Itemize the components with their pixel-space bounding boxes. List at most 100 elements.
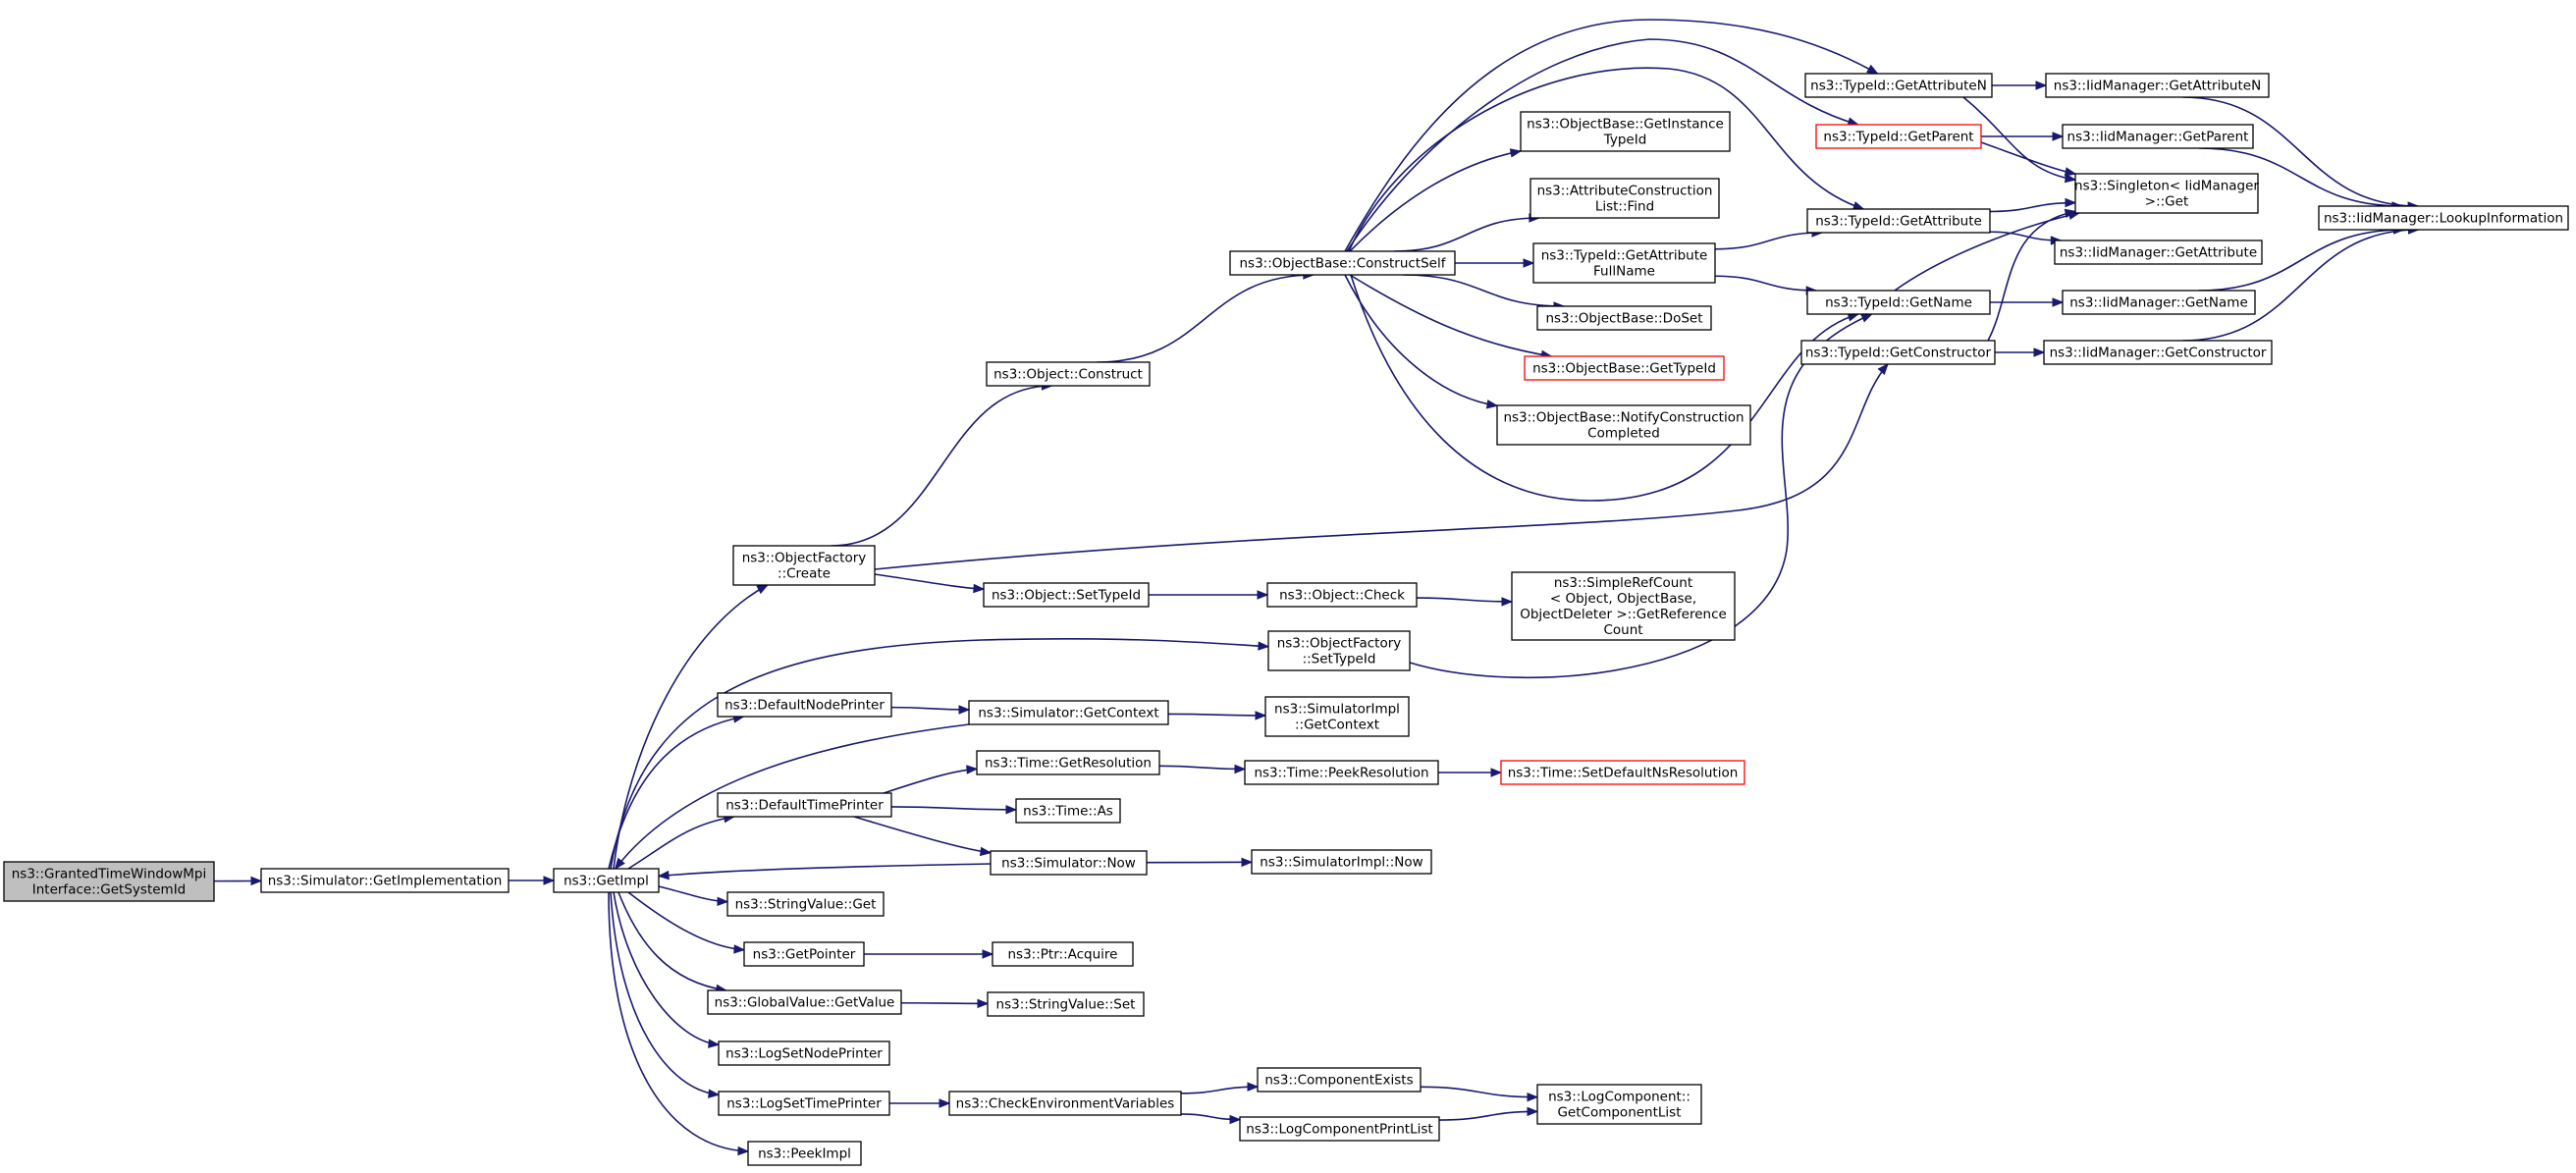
node-ob-gettypeid[interactable]: ns3::ObjectBase::GetTypeId	[1524, 355, 1725, 381]
node-simimpl-now[interactable]: ns3::SimulatorImpl::Now	[1251, 849, 1432, 875]
node-label: ns3::ObjectBase::ConstructSelf	[1240, 256, 1447, 272]
node-time-getresolution[interactable]: ns3::Time::GetResolution	[976, 750, 1160, 775]
edge-sim_getcontext-to-simimpl_getcontext	[1167, 711, 1267, 720]
node-label: ns3::StringValue::Set	[996, 997, 1136, 1013]
node-time-peekresolution[interactable]: ns3::Time::PeekResolution	[1244, 760, 1439, 785]
edge-logcomponentprintlist-to-logcomponent_getlist	[1438, 1106, 1539, 1121]
node-stringvalue-get[interactable]: ns3::StringValue::Get	[726, 891, 885, 917]
node-obj-construct[interactable]: ns3::Object::Construct	[986, 361, 1151, 387]
edge-line	[883, 768, 978, 794]
node-tid-getattributen[interactable]: ns3::TypeId::GetAttributeN	[1804, 73, 1993, 98]
node-src-getrefcount[interactable]: ns3::SimpleRefCount< Object, ObjectBase,…	[1511, 571, 1736, 641]
node-label: ns3::Time::GetResolution	[985, 756, 1152, 772]
edge-line	[1393, 217, 1539, 252]
edge-line	[610, 891, 720, 1096]
node-box	[718, 1091, 890, 1116]
edge-arrowhead	[2064, 208, 2077, 219]
node-logsetnodeprinter[interactable]: ns3::LogSetNodePrinter	[718, 1040, 890, 1066]
node-box	[2054, 240, 2263, 265]
node-stringvalue-set[interactable]: ns3::StringValue::Set	[987, 991, 1145, 1017]
node-iid-getattribute[interactable]: ns3::IidManager::GetAttribute	[2054, 240, 2263, 265]
edge-line	[1987, 210, 2076, 342]
node-box	[260, 868, 510, 893]
edge-getimpl-to-getpointer	[627, 891, 746, 954]
node-label: ns3::ObjectBase::GetInstance	[1527, 117, 1724, 133]
node-time-setdefaultns[interactable]: ns3::Time::SetDefaultNsResolution	[1500, 760, 1745, 785]
node-sim-getimpl[interactable]: ns3::Simulator::GetImplementation	[260, 868, 510, 893]
edge-arrowhead	[1247, 1082, 1260, 1092]
edge-arrowhead	[977, 998, 990, 1009]
node-iid-getconstructor[interactable]: ns3::IidManager::GetConstructor	[2043, 340, 2273, 365]
node-sim-now[interactable]: ns3::Simulator::Now	[990, 850, 1148, 876]
node-logcomponent-getlist[interactable]: ns3::LogComponent::GetComponentList	[1536, 1084, 1702, 1125]
edge-arrowhead	[1527, 1106, 1539, 1117]
edge-arrowhead	[2033, 347, 2046, 357]
node-label: ::GetContext	[1295, 718, 1379, 733]
node-tid-getparent[interactable]: ns3::TypeId::GetParent	[1815, 124, 1982, 149]
edge-sim_now-to-simimpl_now	[1146, 857, 1254, 868]
node-ptr-acquire[interactable]: ns3::Ptr::Acquire	[992, 941, 1134, 967]
node-sim-getcontext[interactable]: ns3::Simulator::GetContext	[968, 700, 1169, 725]
node-obj-settypeid[interactable]: ns3::Object::SetTypeId	[983, 582, 1150, 608]
node-singleton-get[interactable]: ns3::Singleton< IidManager >::Get	[2074, 173, 2259, 214]
edge-line	[874, 573, 985, 591]
node-of-create[interactable]: ns3::ObjectFactory::Create	[732, 545, 876, 586]
edge-line	[1438, 1110, 1538, 1121]
node-getpointer[interactable]: ns3::GetPointer	[743, 941, 865, 967]
node-iid-lookup[interactable]: ns3::IidManager::LookupInformation	[2318, 205, 2569, 231]
node-simimpl-getcontext[interactable]: ns3::SimulatorImpl::GetContext	[1264, 696, 1410, 737]
node-checkenvvars[interactable]: ns3::CheckEnvironmentVariables	[948, 1091, 1182, 1116]
edge-arrowhead	[973, 583, 986, 594]
node-label: ns3::ObjectFactory	[742, 551, 867, 566]
node-label: < Object, ObjectBase,	[1550, 591, 1696, 607]
node-logsettimeprinter[interactable]: ns3::LogSetTimePrinter	[718, 1091, 890, 1116]
node-globalvalue-getvalue[interactable]: ns3::GlobalValue::GetValue	[707, 989, 902, 1015]
node-iid-getname[interactable]: ns3::IidManager::GetName	[2062, 290, 2256, 315]
edge-arrowhead	[657, 870, 670, 880]
node-label: ns3::IidManager::GetAttribute	[2060, 245, 2257, 261]
node-ob-notify[interactable]: ns3::ObjectBase::NotifyConstructionCompl…	[1496, 404, 1751, 446]
node-of-settypeid[interactable]: ns3::ObjectFactory::SetTypeId	[1267, 630, 1411, 671]
edge-arrowhead	[1229, 1114, 1242, 1125]
node-ob-constructself[interactable]: ns3::ObjectBase::ConstructSelf	[1229, 250, 1456, 276]
edge-line	[1346, 38, 1858, 252]
edge-line	[890, 706, 970, 711]
node-logcomponentprintlist[interactable]: ns3::LogComponentPrintList	[1239, 1116, 1440, 1142]
edge-arrowhead	[2065, 197, 2077, 208]
node-componentexists[interactable]: ns3::ComponentExists	[1257, 1067, 1422, 1093]
node-label: ns3::IidManager::GetAttributeN	[2054, 79, 2261, 94]
node-box	[1229, 250, 1456, 276]
edge-deftimeprinter-to-sim_now	[853, 816, 993, 857]
node-getimpl[interactable]: ns3::GetImpl	[553, 868, 660, 893]
node-deftimeprinter[interactable]: ns3::DefaultTimePrinter	[717, 792, 892, 818]
edge-obj_check-to-src_getrefcount	[1416, 597, 1514, 607]
node-peekimpl[interactable]: ns3::PeekImpl	[747, 1141, 862, 1166]
node-tid-getattribute[interactable]: ns3::TypeId::GetAttribute	[1806, 208, 1991, 234]
node-defnodeprinter[interactable]: ns3::DefaultNodePrinter	[717, 692, 892, 718]
node-time-as[interactable]: ns3::Time::As	[1015, 798, 1121, 824]
node-label: ns3::ComponentExists	[1264, 1073, 1413, 1089]
edge-arrowhead	[1258, 641, 1270, 651]
node-tid-getconstructor[interactable]: ns3::TypeId::GetConstructor	[1800, 340, 1996, 365]
node-ob-doset[interactable]: ns3::ObjectBase::DoSet	[1536, 305, 1712, 331]
edge-sim_now-to-getimpl	[657, 863, 992, 880]
node-label: ns3::Simulator::GetImplementation	[268, 874, 503, 889]
node-label: ns3::Object::Construct	[993, 367, 1143, 383]
node-box	[2062, 290, 2256, 315]
node-box	[553, 868, 660, 893]
node-obj-check[interactable]: ns3::Object::Check	[1266, 582, 1418, 608]
edge-line	[610, 638, 1269, 870]
edge-checkenvvars-to-componentexists	[1180, 1082, 1260, 1094]
edge-line	[608, 716, 744, 870]
edge-arrowhead	[1005, 805, 1018, 815]
edge-tid_getparent-to-singleton_get	[1980, 141, 2077, 177]
node-label: Count	[1603, 622, 1642, 638]
node-box	[1015, 798, 1121, 824]
node-iid-getparent[interactable]: ns3::IidManager::GetParent	[2062, 124, 2254, 149]
node-iid-getattributen[interactable]: ns3::IidManager::GetAttributeN	[2045, 73, 2270, 98]
node-label: ns3::LogSetTimePrinter	[726, 1096, 882, 1112]
node-tid-getname[interactable]: ns3::TypeId::GetName	[1806, 290, 1991, 315]
